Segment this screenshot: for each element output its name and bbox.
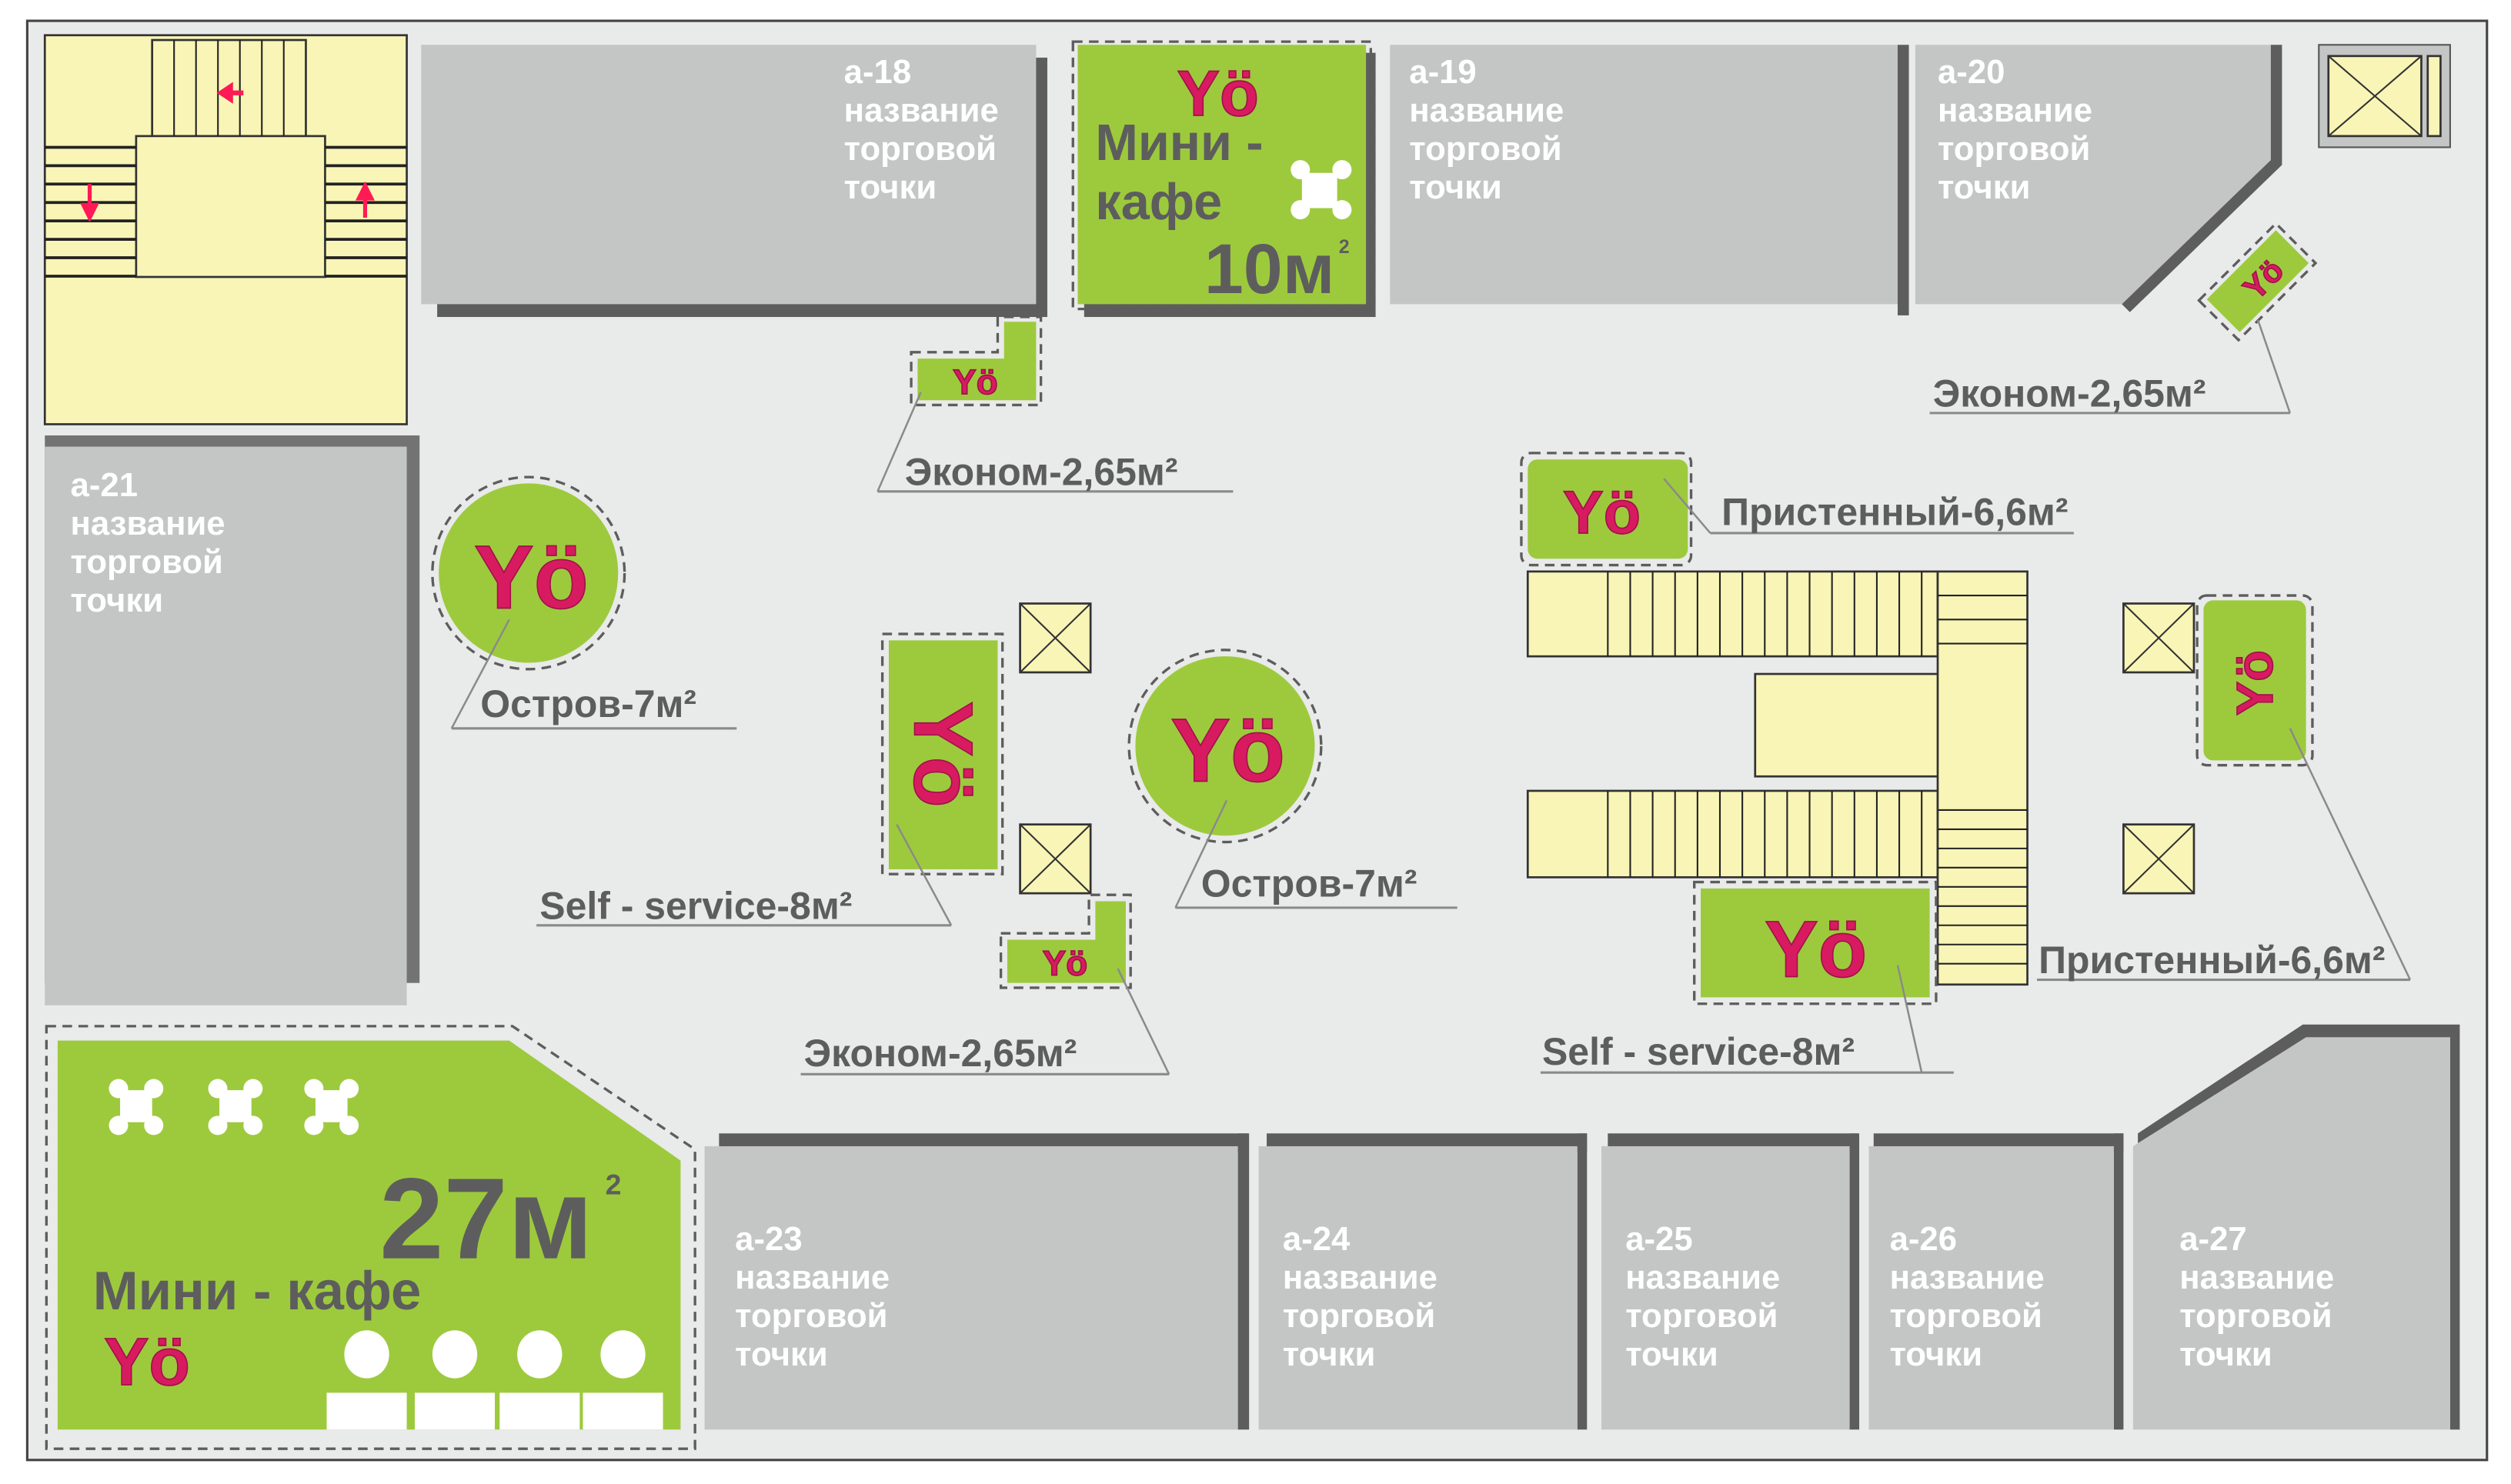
booth-econom-3[interactable]: Yö Эконом-2,65м² [1929,222,2318,415]
column-icon [1019,823,1092,895]
svg-text:Yö: Yö [897,701,990,807]
arrow-down-icon [80,184,100,222]
booth-wall-1[interactable]: Yö Пристенный-6,6м² [1520,452,2074,567]
staircase-center [1526,570,2029,986]
stool-icon [344,1330,389,1379]
svg-text:Остров-7м²: Остров-7м² [480,682,696,725]
svg-text:Остров-7м²: Остров-7м² [1201,862,1417,905]
booth-island-2[interactable]: Yö Остров-7м² [1127,649,1458,909]
booth-self-service-1[interactable]: Yö Self - service-8м² [536,632,1004,927]
table-icon [109,1079,164,1136]
arrow-up-icon [355,181,375,218]
svg-text:Yö: Yö [104,1324,190,1399]
stool-icon [517,1330,563,1379]
svg-text:Self - service-8м²: Self - service-8м² [1542,1030,1855,1073]
elevator-icon [2318,44,2451,148]
counter-segment [499,1392,580,1430]
table-icon [304,1079,359,1136]
svg-text:Эконом-2,65м²: Эконом-2,65м² [1933,372,2206,415]
svg-text:2: 2 [1339,236,1350,258]
svg-text:Self - service-8м²: Self - service-8м² [539,884,852,927]
svg-text:Yö: Yö [953,362,997,402]
column-icon [2122,602,2195,674]
svg-text:2: 2 [606,1168,622,1200]
counter-segment [326,1392,407,1430]
svg-text:Yö: Yö [1043,943,1087,982]
svg-text:Пристенный-6,6м²: Пристенный-6,6м² [2039,939,2385,982]
svg-text:кафе: кафе [1095,174,1222,231]
arrow-left-icon [216,82,244,104]
booth-wall-2[interactable]: Yö Пристенный-6,6м² [2037,594,2412,982]
svg-text:Yö: Yö [1170,700,1285,800]
counter-segment [583,1392,663,1430]
svg-text:27м: 27м [379,1154,593,1283]
svg-text:Мини - кафе: Мини - кафе [93,1260,422,1321]
column-icon [2122,823,2195,895]
booth-econom-2[interactable]: Yö Эконом-2,65м² [800,893,1170,1075]
booth-self-service-2[interactable]: Yö Self - service-8м² [1540,880,1954,1074]
svg-text:Эконом-2,65м²: Эконом-2,65м² [804,1032,1077,1075]
svg-text:Пристенный-6,6м²: Пристенный-6,6м² [1721,491,2068,534]
svg-text:10м: 10м [1204,230,1335,308]
mini-cafe-10[interactable]: Yö Мини - кафе 10м 2 [1071,40,1376,318]
table-icon [208,1079,263,1136]
svg-text:Мини -: Мини - [1095,115,1263,172]
stool-icon [432,1330,478,1379]
counter-segment [414,1392,496,1430]
svg-text:Yö: Yö [1765,905,1867,994]
svg-text:Эконом-2,65м²: Эконом-2,65м² [905,451,1178,494]
staircase-top-left [43,34,408,425]
booth-econom-1[interactable]: Yö Эконом-2,65м² [877,315,1234,494]
svg-text:Yö: Yö [474,528,589,628]
svg-text:Yö: Yö [1563,478,1641,546]
mini-cafe-27[interactable]: 27м 2 Мини - кафе Yö [45,1025,696,1450]
svg-text:Yö: Yö [2227,650,2284,715]
stool-icon [600,1330,646,1379]
booth-island-1[interactable]: Yö Остров-7м² [431,475,737,730]
column-icon [1019,602,1092,674]
yo-logo: Yö [1177,58,1259,129]
table-icon [1291,160,1352,220]
